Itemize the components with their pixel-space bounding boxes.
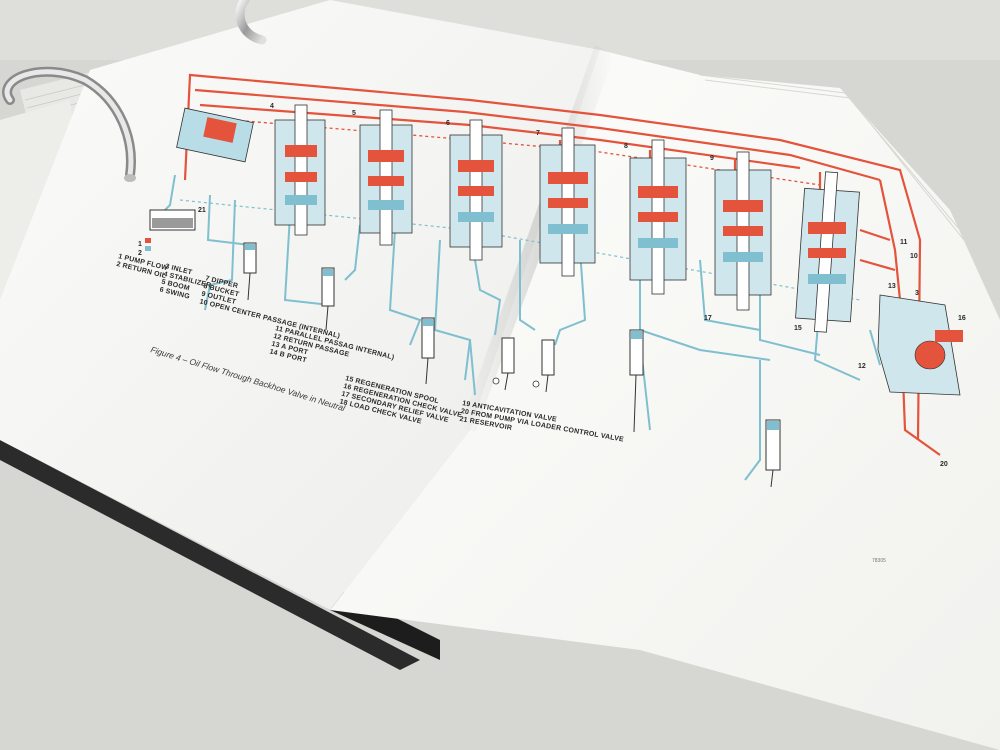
callout-labels: 1 2 21 4 5 6 7 8 9 17 15 16 13 12 3 10 1… xyxy=(138,103,966,468)
callout-7: 7 xyxy=(536,130,540,137)
callout-15: 15 xyxy=(794,325,802,332)
callout-17: 17 xyxy=(704,315,712,322)
callout-12: 12 xyxy=(858,363,866,370)
figure-id: 78305 xyxy=(872,558,886,564)
reservoir xyxy=(149,209,196,231)
valve-section-dipper xyxy=(539,127,596,277)
callout-4: 4 xyxy=(270,103,274,110)
callout-16: 16 xyxy=(958,315,966,322)
legend-swatch-return-oil xyxy=(145,246,151,251)
valve-section-bucket xyxy=(629,139,687,295)
callout-9: 9 xyxy=(710,155,714,162)
valve-section-stabilizer xyxy=(274,104,326,236)
callout-6: 6 xyxy=(446,120,450,127)
valve-section-boom xyxy=(359,109,413,246)
valve-section-outlet xyxy=(795,171,860,333)
callout-13: 13 xyxy=(888,283,896,290)
loader-control-block xyxy=(877,294,963,396)
callout-8: 8 xyxy=(624,143,628,150)
callout-11: 11 xyxy=(900,239,908,246)
callout-10: 10 xyxy=(910,253,918,260)
callout-5: 5 xyxy=(352,110,356,117)
callout-3: 3 xyxy=(915,290,919,297)
valve-section-extra xyxy=(714,151,772,311)
binder-ring-middle xyxy=(2,66,136,182)
legend-swatch-pump-flow xyxy=(145,238,151,243)
hydraulic-cylinders xyxy=(243,242,781,488)
binder-ring-top xyxy=(235,0,267,45)
callout-20: 20 xyxy=(940,461,948,468)
valve-section-inlet xyxy=(176,107,254,163)
callout-2: 2 xyxy=(138,250,142,257)
hydraulic-schematic xyxy=(145,73,963,488)
callout-1: 1 xyxy=(138,241,142,248)
callout-21: 21 xyxy=(198,207,206,214)
valve-section-swing xyxy=(449,119,503,261)
